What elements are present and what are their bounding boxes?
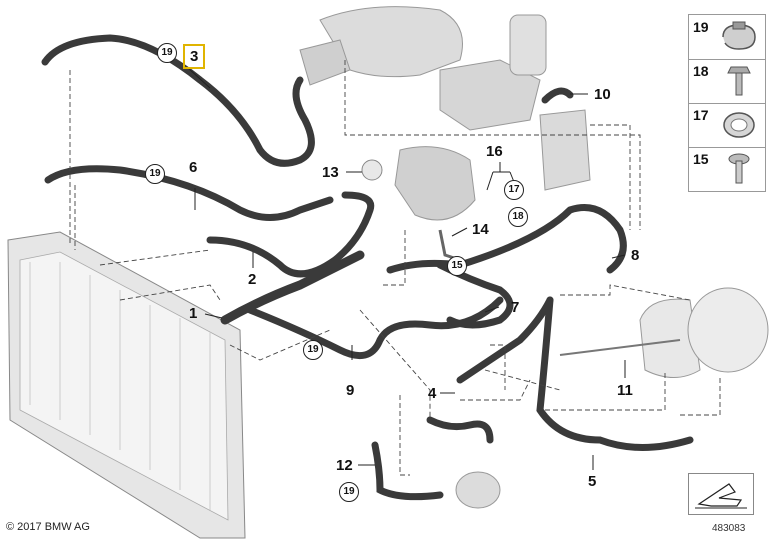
hose-9 [246, 296, 504, 360]
legend-row: 15 [689, 147, 765, 191]
hose-10 [541, 87, 574, 104]
auxiliary-pump [455, 471, 501, 509]
callout-12: 12 [336, 457, 353, 474]
callout-1: 1 [189, 305, 198, 322]
screw-icon [728, 153, 750, 184]
callout-9: 9 [346, 382, 355, 399]
legend-row: 17 [689, 103, 765, 148]
callout-3: 3 [182, 44, 206, 69]
circled-callout-18: 18 [508, 207, 528, 227]
circled-callout-19: 19 [157, 43, 177, 63]
intake-manifold [299, 6, 463, 86]
hose-1 [220, 250, 365, 325]
circled-callout-15: 15 [447, 256, 467, 276]
callout-4: 4 [428, 385, 437, 402]
coolant-hoses [41, 34, 694, 501]
circled-callout-19: 19 [145, 164, 165, 184]
hose-6 [44, 165, 334, 221]
callout-14: 14 [472, 221, 489, 238]
hose-3 [41, 34, 315, 167]
arrow-icon [695, 483, 747, 509]
coolant-pump [539, 109, 591, 191]
callout-11: 11 [617, 382, 633, 399]
circled-callout-19: 19 [339, 482, 359, 502]
circled-callout-17: 17 [504, 180, 524, 200]
hose-2 [206, 191, 375, 278]
callout-10: 10 [594, 86, 611, 103]
copyright-text: © 2017 BMW AG [6, 521, 90, 533]
oil-filter-housing [439, 14, 547, 131]
document-number: 483083 [712, 523, 746, 534]
legend-row: 19 [689, 15, 765, 60]
hose-5 [536, 296, 694, 451]
legend-label: 15 [693, 151, 709, 167]
hose-4b [426, 416, 494, 444]
fasteners-legend: 19 18 17 15 [688, 14, 766, 192]
bolt-icon [727, 66, 751, 96]
hose-7 [436, 261, 514, 329]
expansion-tank [639, 287, 769, 378]
leader-lines [69, 60, 721, 476]
legend-label: 17 [693, 107, 709, 123]
callout-lines [187, 67, 626, 470]
callout-16: 16 [486, 143, 503, 160]
callout-13: 13 [322, 164, 339, 181]
page-arrow-box [688, 473, 754, 515]
callout-7: 7 [511, 299, 520, 316]
radiator [7, 231, 246, 539]
legend-row: 18 [689, 59, 765, 104]
hose-8 [386, 204, 627, 274]
callout-2: 2 [248, 271, 257, 288]
callout-5: 5 [588, 473, 597, 490]
hose-clamp-open-icon [722, 21, 756, 50]
hose-12 [371, 441, 444, 501]
callout-6: 6 [189, 159, 198, 176]
hose-clamp-icon [723, 112, 755, 138]
vent-line-11 [559, 339, 681, 356]
circled-callout-19: 19 [303, 340, 323, 360]
legend-label: 19 [693, 19, 709, 35]
thermostat-housing [361, 146, 476, 221]
hose-4 [456, 296, 554, 384]
legend-label: 18 [693, 63, 709, 79]
callout-8: 8 [631, 247, 640, 264]
